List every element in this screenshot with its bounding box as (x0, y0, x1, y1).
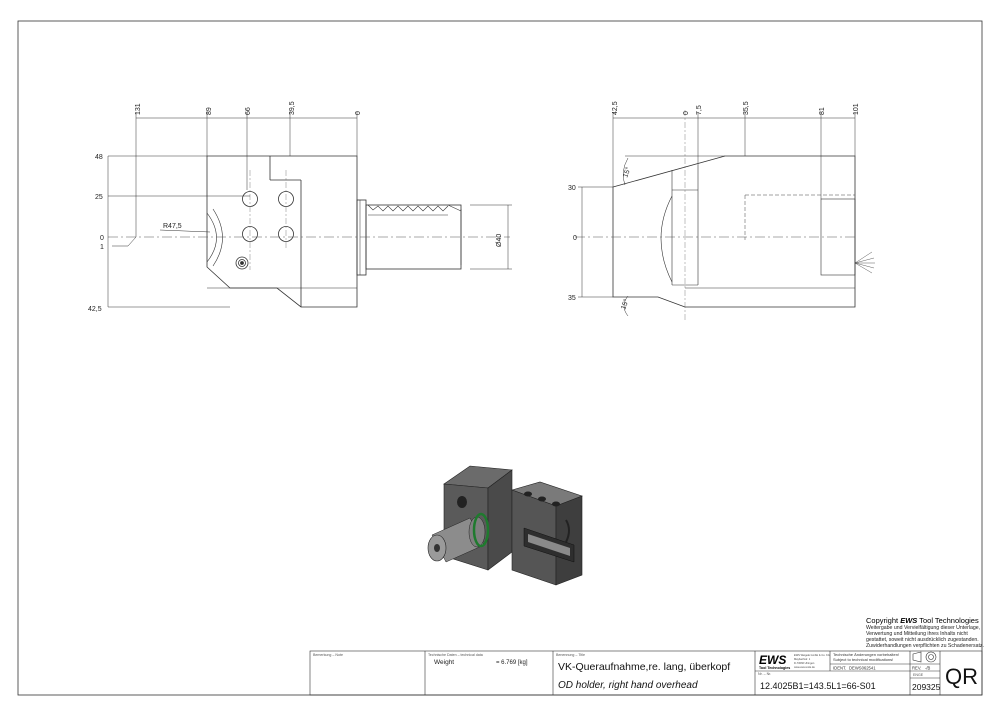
part-number: 12.4025B1=143.5L1=66-S01 (760, 681, 876, 691)
svg-text:EWS: EWS (759, 653, 786, 667)
company-line: www.ews-tools.de (794, 665, 815, 669)
weight-label: Weight (434, 659, 454, 666)
company-line: D-73066 Uhingen (794, 661, 815, 665)
weight-value: = 6.769 [kg] (496, 660, 528, 666)
side-view (612, 155, 875, 308)
ews-logo: EWS Tool Technologies (759, 653, 790, 670)
title-block (309, 650, 983, 696)
front-dim-h-4: 0 (355, 111, 362, 115)
isometric-render (427, 465, 583, 586)
changes-en: Subject to technical modifications! (833, 657, 893, 662)
radius-label: R47,5 (163, 223, 182, 230)
title-de: VK-Queraufnahme,re. lang, überkopf (558, 661, 730, 673)
front-dim-h-3: 39,5 (289, 101, 296, 115)
copyright-line: Verwertung und Mitteilung ihres Inhalts … (866, 631, 968, 638)
front-dim-v-2: 0 (100, 235, 104, 242)
techdata-label: Technische Daten – technical data (428, 653, 483, 657)
changes-de: Technische Änderungen vorbehalten! (833, 652, 899, 657)
company-line: EWS Weigele GmbH & Co. KG (794, 653, 830, 657)
side-dim-h-5: 101 (853, 103, 860, 115)
designation-label: Benennung – Title (556, 653, 585, 657)
qr-label: QR (945, 664, 978, 689)
front-dim-h-2: 66 (245, 107, 252, 115)
side-dim-h-3: 35,5 (743, 101, 750, 115)
svg-text:Tool Technologies: Tool Technologies (759, 666, 790, 670)
front-dim-h-1: 89 (206, 107, 213, 115)
front-body-outline (206, 155, 358, 308)
front-dim-v-4: 42,5 (88, 306, 102, 313)
company-line: Maybachstr. 1 (794, 657, 811, 661)
front-view (206, 155, 462, 308)
code-value: 209325 (912, 682, 941, 692)
code-label: ENGE (913, 673, 924, 677)
side-dim-h-4: 81 (819, 107, 826, 115)
front-dim-v-3: 1 (100, 244, 104, 251)
angle-bottom-label: 15° (619, 298, 630, 311)
copyright-notice: Copyright EWS Tool Technologies Weiterga… (866, 616, 991, 649)
coolant-screw (235, 256, 249, 270)
copyright-line: gestattet, soweit nicht ausdrücklich zug… (866, 637, 979, 644)
side-dim-v-1: 0 (573, 235, 577, 242)
drawing-frame (17, 20, 983, 696)
angle-top-label: 15° (621, 166, 632, 179)
side-dim-v-2: 35 (568, 295, 576, 302)
ident-label: IDENT. (833, 666, 846, 671)
shank-diameter-label: Ø40 (496, 234, 503, 247)
front-dimension-lines (107, 112, 512, 308)
side-dim-h-1: 0 (683, 111, 690, 115)
side-dim-h-2: 7,5 (696, 105, 703, 115)
front-dim-v-0: 48 (95, 154, 103, 161)
projection-symbol-icon (912, 651, 937, 663)
rev-label: REV. (912, 666, 921, 671)
seal-ring (472, 512, 490, 548)
copyright-line: Weitergabe und Vervielfältigung dieser U… (866, 625, 981, 631)
front-dim-v-1: 25 (95, 194, 103, 201)
title-en: OD holder, right hand overhead (558, 680, 698, 691)
remark-label: Bemerkung – Note (313, 653, 343, 657)
side-dim-v-0: 30 (568, 185, 576, 192)
ident-value: DEWS062541 (849, 666, 876, 671)
side-dim-h-0: 42,5 (612, 101, 619, 115)
partno-label: Nr. – Nr. (758, 672, 771, 676)
side-body-outline (612, 155, 856, 308)
side-dimension-lines (578, 112, 856, 317)
front-dim-h-0: 131 (135, 103, 142, 115)
rev-value: -/B (925, 666, 931, 671)
copyright-line: Zuwiderhandlungen verpflichten zu Schade… (866, 643, 984, 650)
